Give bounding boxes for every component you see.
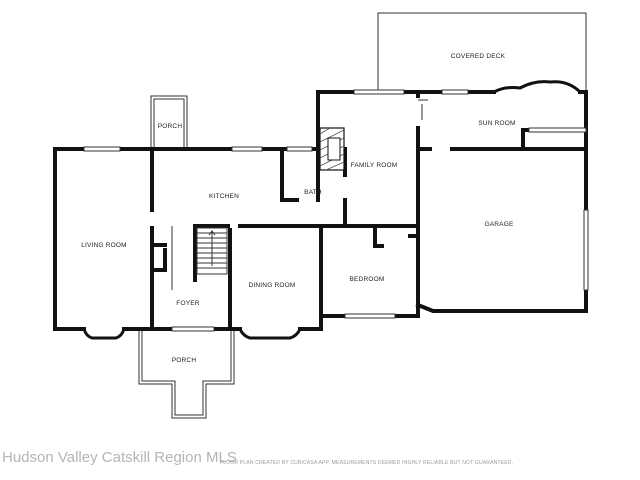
label-sun-room: SUN ROOM: [478, 120, 515, 127]
covered-deck-outline: [377, 12, 587, 92]
label-living-room: LIVING ROOM: [81, 242, 127, 249]
interior-walls: [150, 147, 323, 331]
label-kitchen: KITCHEN: [209, 193, 239, 200]
label-family-room: FAMILY ROOM: [351, 162, 398, 169]
label-foyer: FOYER: [176, 300, 199, 307]
mls-watermark: Hudson Valley Catskill Region MLS: [2, 449, 237, 466]
windows: [83, 89, 589, 332]
bay-windows: [82, 80, 582, 340]
porch-bottom-outline: [138, 329, 235, 419]
label-bath: BATH: [304, 189, 322, 196]
stairs: [196, 227, 228, 275]
label-dining-room: DINING ROOM: [249, 282, 296, 289]
label-porch-top: PORCH: [158, 123, 183, 130]
label-porch-bottom: PORCH: [172, 357, 197, 364]
exterior-walls: [53, 90, 588, 331]
sunroom-details: [418, 99, 428, 120]
label-covered-deck: COVERED DECK: [451, 53, 506, 60]
floorplan-disclaimer: FLOOR PLAN CREATED BY CUBICASA APP. MEAS…: [220, 460, 514, 466]
fireplace: [319, 127, 345, 171]
porch-top-outline: [150, 95, 188, 147]
label-garage: GARAGE: [484, 221, 513, 228]
label-bedroom: BEDROOM: [350, 276, 385, 283]
